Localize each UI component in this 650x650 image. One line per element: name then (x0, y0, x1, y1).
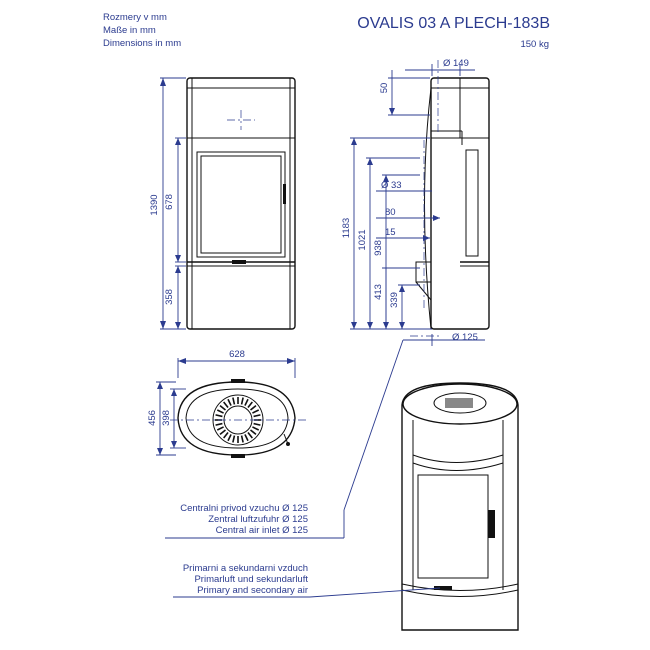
height-339-label: 339 (389, 292, 400, 308)
top-offset-label: 50 (379, 83, 390, 94)
height-1183-label: 1183 (341, 218, 352, 238)
top-grille-slot (216, 409, 224, 414)
top-view (170, 379, 306, 458)
top-grille-slot (219, 405, 226, 411)
pipe-diameter-label: Ø 33 (381, 180, 402, 191)
top-grille-slot (227, 398, 232, 406)
top-grille-slot (253, 422, 261, 426)
top-grille-slot (215, 414, 223, 418)
weight-label: 150 kg (520, 39, 549, 50)
depth-label: 456 (147, 410, 158, 426)
top-grille-slot (216, 426, 224, 431)
total-height-label: 1390 (149, 194, 160, 215)
top-grille-slot (223, 401, 229, 408)
air-note-en: Primary and secondary air (197, 585, 308, 596)
top-grille-slot (247, 401, 253, 408)
stove-top (402, 383, 518, 425)
top-grille-slot (250, 429, 257, 435)
units-cz: Rozmery v mm (103, 12, 167, 23)
top-grille-slot (232, 435, 236, 443)
perspective-door-glass (417, 474, 489, 579)
height-938-label: 938 (373, 240, 384, 256)
top-grille-slot (244, 434, 249, 442)
perspective-door-handle (488, 510, 495, 538)
top-grille-slot (227, 434, 232, 442)
notes: Centralni privod vzuchu Ø 125 Zentral lu… (165, 503, 441, 598)
air-inlet-diameter-label: Ø 125 (452, 332, 478, 343)
header: Rozmery v mm Maße in mm Dimensions in mm… (103, 12, 550, 50)
door-handle (283, 184, 286, 204)
flue-diameter-label: Ø 149 (443, 58, 469, 69)
air-note-cz: Primarni a sekundarni vzduch (183, 563, 308, 574)
dim-15-label: 15 (385, 227, 396, 238)
top-grille-slot (240, 435, 244, 443)
ash-handle (232, 260, 246, 264)
ash-height-label: 358 (164, 289, 175, 305)
door-height-label: 678 (164, 194, 175, 210)
top-plan-outline (177, 381, 296, 456)
top-grille-slot (252, 409, 260, 414)
top-grille-slot (232, 397, 236, 405)
inlet-note-cz: Centralni privod vzuchu Ø 125 (180, 503, 308, 514)
top-grille-slot (219, 429, 226, 435)
top-grille-slot (247, 432, 253, 439)
height-1021-label: 1021 (357, 229, 368, 250)
front-view (186, 77, 296, 330)
units-de: Maße in mm (103, 25, 156, 36)
door-glass (196, 151, 286, 258)
side-dimensions: Ø 149 50 1183 1021 938 413 339 (341, 58, 485, 511)
top-dimensions: 628 456 398 (147, 349, 296, 456)
inlet-note-de: Zentral luftzufuhr Ø 125 (208, 514, 308, 525)
top-grille-slot (223, 432, 229, 439)
stove-body-outline (401, 382, 519, 631)
top-grille-slot (253, 414, 261, 418)
side-view (410, 60, 490, 337)
front-dimensions: 1390 678 358 (149, 77, 186, 330)
top-grille-slot (244, 398, 249, 406)
top-grille-slot (252, 426, 260, 431)
top-grille-slot (250, 405, 257, 411)
perspective-view (401, 382, 519, 631)
height-413-label: 413 (373, 284, 384, 300)
top-grille-slot (215, 422, 223, 426)
inlet-note-en: Central air inlet Ø 125 (216, 525, 308, 536)
dim-80-label: 80 (385, 207, 396, 218)
width-label: 628 (229, 349, 245, 360)
units-en: Dimensions in mm (103, 38, 181, 49)
stove-front-outline (186, 77, 296, 330)
air-note-de: Primarluft und sekundarluft (194, 574, 308, 585)
model-title: OVALIS 03 A PLECH-183B (357, 15, 550, 32)
top-grille-slot (240, 397, 244, 405)
inner-depth-label: 398 (161, 410, 172, 426)
